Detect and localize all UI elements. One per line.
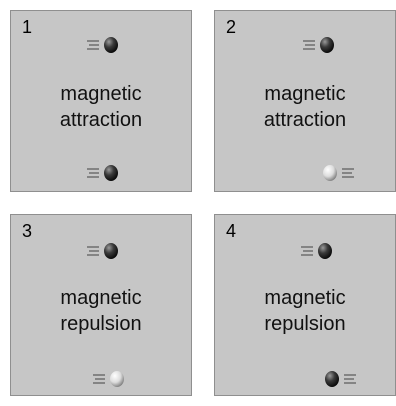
panel-2: 2 magnetic attraction	[214, 10, 396, 192]
label-line-2: attraction	[215, 107, 395, 133]
panel-label: magnetic repulsion	[215, 285, 395, 337]
moving-ball-icon	[323, 370, 367, 388]
moving-ball-icon	[85, 242, 129, 260]
label-line-2: repulsion	[215, 311, 395, 337]
label-line-1: magnetic	[11, 285, 191, 311]
panel-number: 4	[226, 221, 236, 242]
panel-3: 3 magnetic repulsion	[10, 214, 192, 396]
moving-ball-icon	[299, 242, 343, 260]
panel-4: 4 magnetic repulsion	[214, 214, 396, 396]
label-line-1: magnetic	[11, 81, 191, 107]
label-line-1: magnetic	[215, 285, 395, 311]
moving-ball-icon	[301, 36, 345, 54]
moving-ball-icon	[321, 164, 365, 182]
panel-label: magnetic attraction	[215, 81, 395, 133]
moving-ball-icon	[85, 164, 129, 182]
label-line-2: repulsion	[11, 311, 191, 337]
label-line-1: magnetic	[215, 81, 395, 107]
panel-number: 1	[22, 17, 32, 38]
panel-label: magnetic attraction	[11, 81, 191, 133]
moving-ball-icon	[85, 36, 129, 54]
panel-number: 3	[22, 221, 32, 242]
panel-number: 2	[226, 17, 236, 38]
panel-label: magnetic repulsion	[11, 285, 191, 337]
label-line-2: attraction	[11, 107, 191, 133]
moving-ball-icon	[91, 370, 135, 388]
panel-1: 1 magnetic attraction	[10, 10, 192, 192]
